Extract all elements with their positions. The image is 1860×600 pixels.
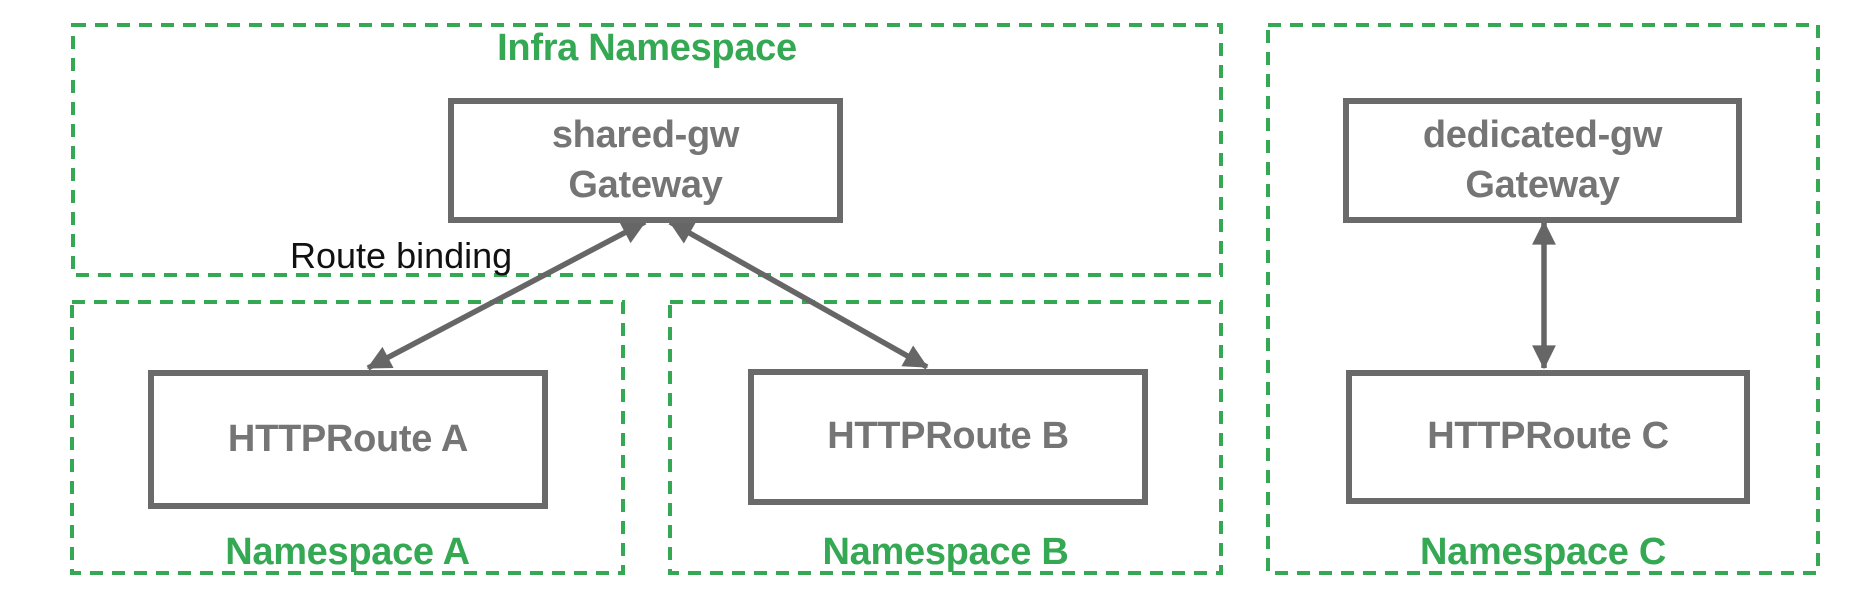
route-binding-arrow-b <box>668 219 929 370</box>
dedicated-gw-gateway-box: dedicated-gw Gateway <box>1343 98 1742 223</box>
namespace-a-label: Namespace A <box>225 531 470 573</box>
route-binding-annotation: Route binding <box>290 235 513 276</box>
shared-gw-gateway-box: shared-gw Gateway <box>448 98 843 223</box>
httproute-b-label: HTTPRoute B <box>827 415 1069 458</box>
shared-gw-name: shared-gw <box>551 114 740 157</box>
infra-namespace-label: Infra Namespace <box>497 27 797 69</box>
httproute-c-label: HTTPRoute C <box>1427 415 1669 458</box>
dedicated-gw-name: dedicated-gw <box>1422 114 1663 157</box>
httproute-b-box: HTTPRoute B <box>748 369 1148 505</box>
dedicated-gw-kind: Gateway <box>1465 163 1620 206</box>
namespace-c-label: Namespace C <box>1420 531 1666 573</box>
httproute-a-box: HTTPRoute A <box>148 370 548 509</box>
shared-gw-kind: Gateway <box>568 163 723 206</box>
httproute-c-box: HTTPRoute C <box>1346 370 1750 504</box>
namespace-b-label: Namespace B <box>822 531 1069 573</box>
httproute-a-label: HTTPRoute A <box>227 417 469 460</box>
